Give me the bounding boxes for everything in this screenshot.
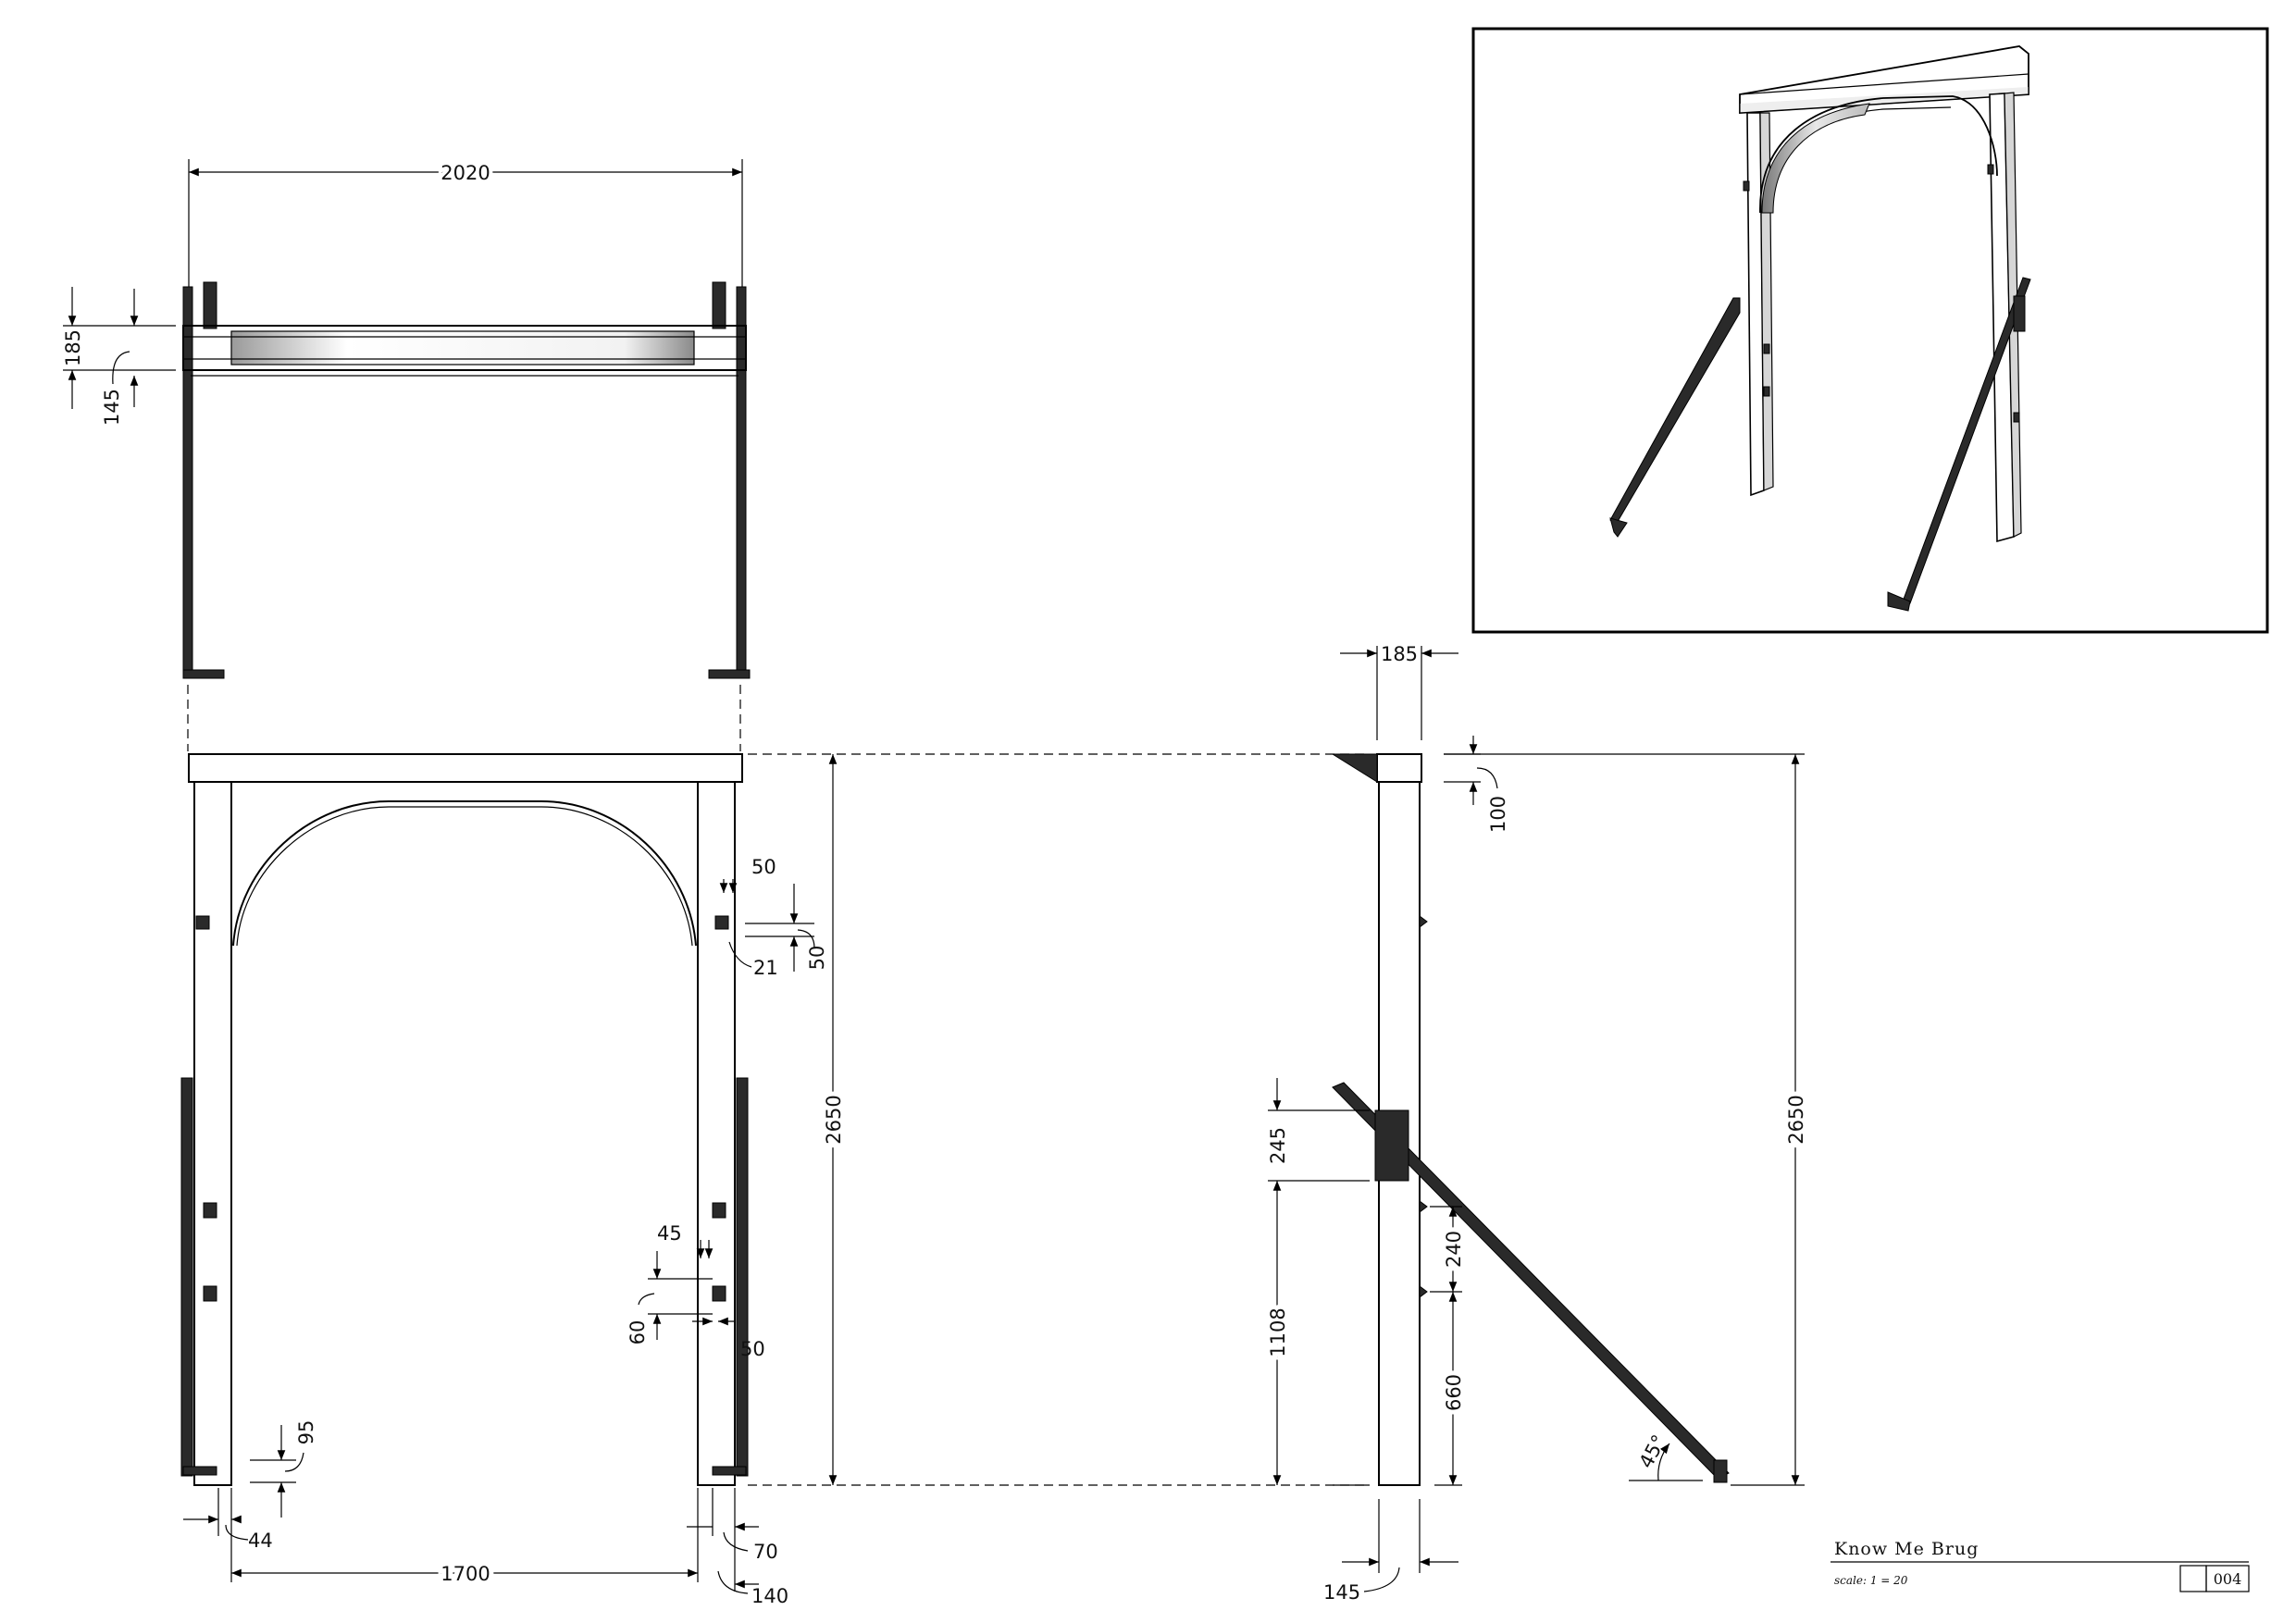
- dim-side-lower: 1108: [1267, 1307, 1289, 1357]
- dim-mid-b: 60: [627, 1320, 649, 1345]
- dim-side-angle: 45°: [1634, 1431, 1670, 1472]
- sheet-number: 004: [2214, 1570, 2242, 1588]
- dim-side-top-width: 185: [1381, 643, 1418, 665]
- dim-overall-width: 2020: [441, 162, 490, 184]
- dim-side-height: 2650: [1785, 1095, 1807, 1144]
- dim-mid-a: 45: [657, 1222, 682, 1245]
- dim-side-post-width: 145: [1323, 1581, 1360, 1604]
- plan-view: 2020 185 145: [62, 158, 751, 751]
- dim-mid-c: 50: [740, 1338, 765, 1360]
- dim-inner-width: 1700: [441, 1563, 490, 1585]
- title-block: Know Me Brug scale: 1 = 20 004: [1831, 1539, 2250, 1592]
- dim-front-height: 2650: [823, 1095, 845, 1144]
- dim-bracket-offset: 70: [753, 1541, 778, 1563]
- dim-foot: 95: [295, 1420, 317, 1445]
- side-elevation: 185 100 2650 245 1108 240 660: [1262, 643, 1812, 1604]
- dim-arch-gap: 50: [751, 856, 776, 878]
- dim-side-brace-foot: 660: [1443, 1374, 1465, 1411]
- dim-side-gap: 240: [1443, 1231, 1465, 1268]
- drawing-scale: scale: 1 = 20: [1834, 1574, 1908, 1587]
- dim-post-width: 140: [751, 1585, 788, 1607]
- dim-arch-end: 21: [753, 957, 778, 979]
- dim-side-top-depth: 100: [1487, 796, 1509, 833]
- dim-arch-block: 50: [806, 946, 828, 971]
- front-elevation: 2650 50 50 21 45 60 50 95 44: [180, 753, 1370, 1607]
- perspective-view: [1471, 27, 2269, 634]
- dim-side-plate: 245: [1267, 1127, 1289, 1164]
- drawing-title: Know Me Brug: [1834, 1539, 1979, 1559]
- dim-beam-depth: 185: [62, 329, 84, 366]
- dim-beam-inner: 145: [101, 389, 123, 426]
- dim-post-edge: 44: [248, 1530, 273, 1552]
